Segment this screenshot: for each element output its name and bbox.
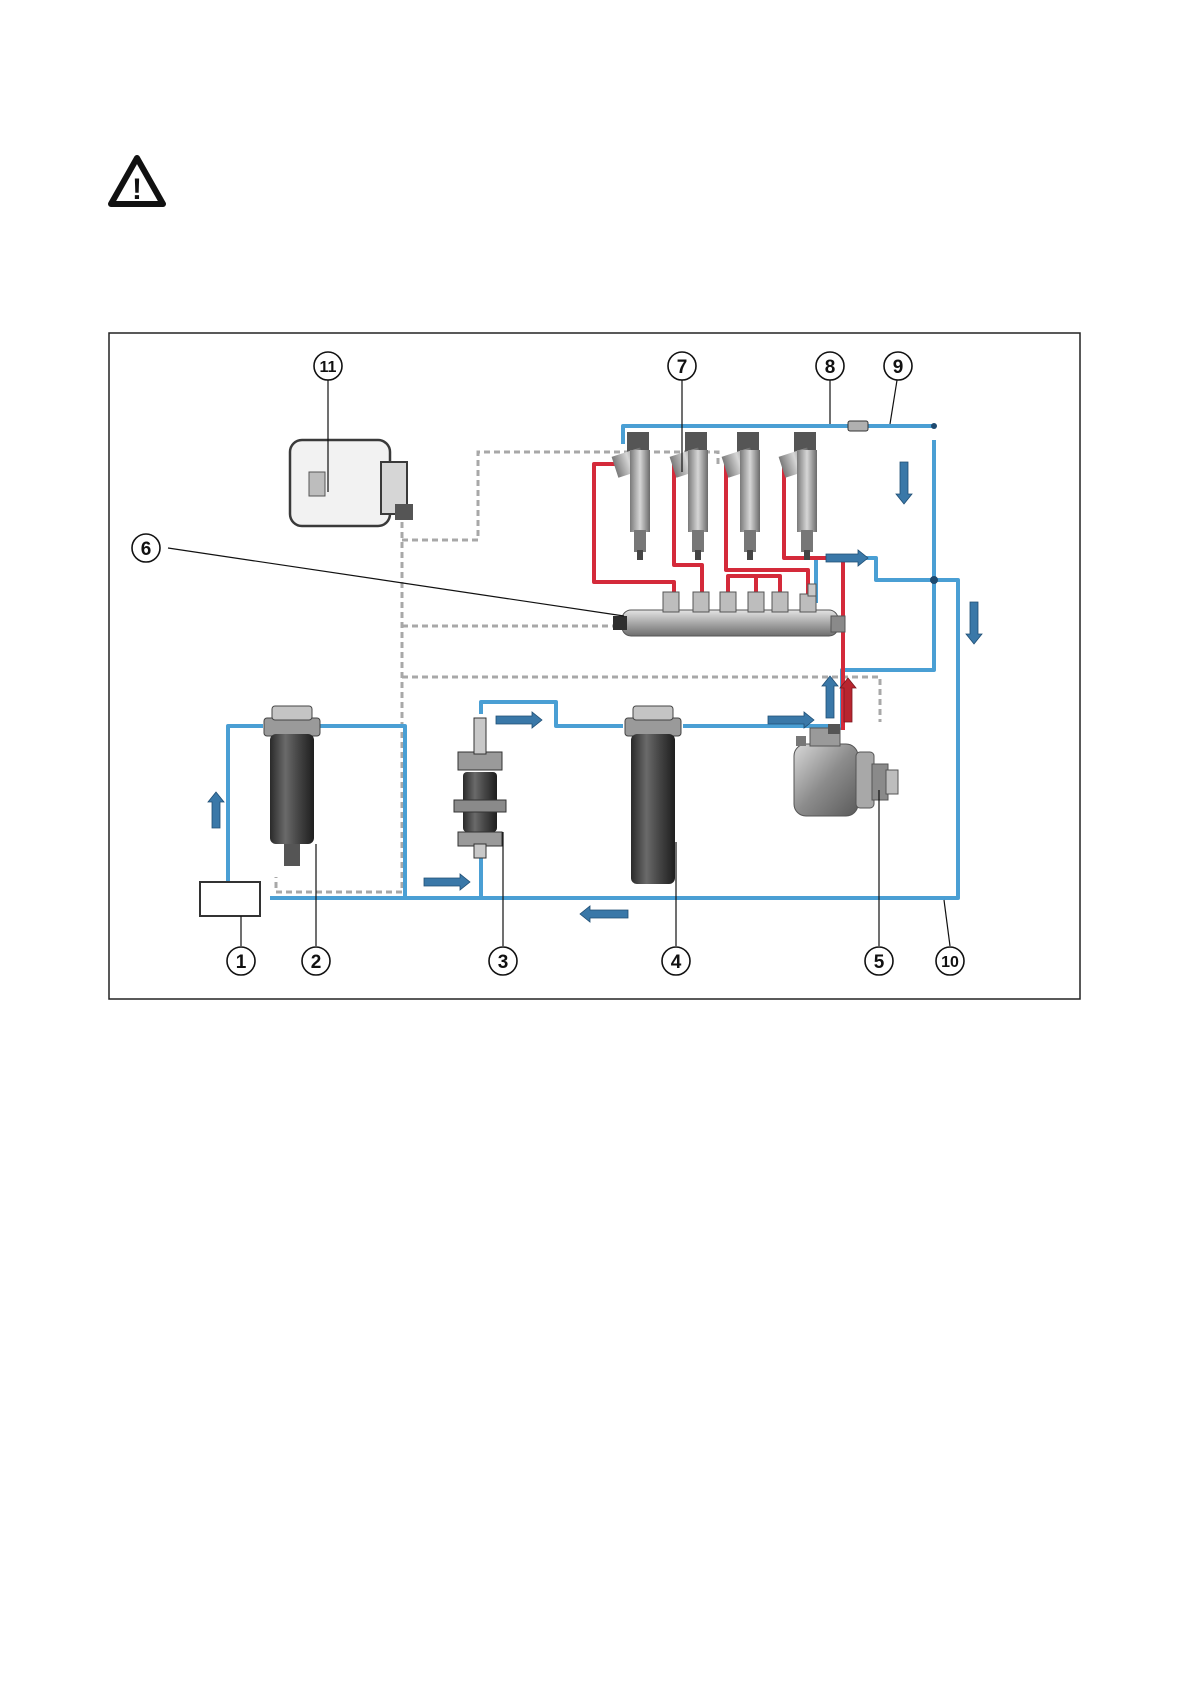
callout-label-6: 6 — [141, 539, 152, 560]
junction-dot-top — [931, 423, 937, 429]
callout-1: 1 — [227, 947, 255, 975]
callout-8: 8 — [816, 352, 844, 380]
pre-filter — [264, 706, 320, 866]
callout-4: 4 — [662, 947, 690, 975]
junction-dot — [930, 576, 938, 584]
callout-label-4: 4 — [671, 952, 682, 973]
check-valve — [848, 421, 868, 431]
callout-3: 3 — [489, 947, 517, 975]
callout-label-3: 3 — [498, 952, 509, 973]
callout-label-11: 11 — [320, 359, 337, 376]
tank-pickup — [200, 882, 260, 916]
callout-label-1: 1 — [236, 952, 247, 973]
callout-10: 10 — [936, 947, 964, 975]
callout-label-2: 2 — [311, 952, 322, 973]
fuel-system-diagram: 1 2 3 4 5 6 7 8 — [108, 332, 1081, 1000]
callout-5: 5 — [865, 947, 893, 975]
callout-label-7: 7 — [677, 357, 688, 378]
callout-2: 2 — [302, 947, 330, 975]
callout-label-8: 8 — [825, 357, 836, 378]
warning-triangle-icon: ! — [108, 155, 166, 207]
callout-label-10: 10 — [941, 954, 959, 971]
callout-9: 9 — [884, 352, 912, 380]
callout-label-5: 5 — [874, 952, 885, 973]
callout-7: 7 — [668, 352, 696, 380]
main-filter — [625, 706, 681, 884]
callout-11: 11 — [314, 352, 342, 380]
warning-glyph: ! — [132, 173, 142, 206]
callout-6: 6 — [132, 534, 160, 562]
callout-label-9: 9 — [893, 357, 904, 378]
